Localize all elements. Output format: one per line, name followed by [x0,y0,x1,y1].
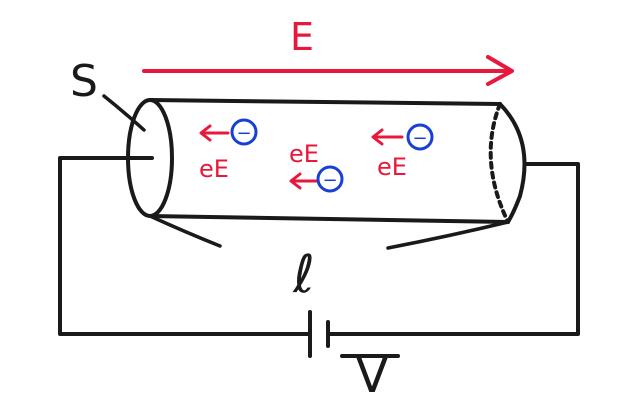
cylinder-right-cap [498,102,527,224]
cylinder-hidden-edge [488,102,510,224]
cylinder-top-edge [148,98,502,106]
electron-2-circle [316,165,344,193]
cylinder-conductor [126,98,527,224]
electron-1-circle [230,118,258,146]
force-label-3: eE [377,153,407,181]
electron-3-charge: − [412,128,427,149]
force-arrow-1-head [199,124,212,142]
force-label-1: eE [199,155,229,183]
electron-3-circle [406,123,434,151]
electron-2: eE − [289,140,344,193]
field-arrow [142,55,514,86]
length-bracket-right [386,220,510,250]
force-arrow-3-head [371,128,384,146]
length-bracket-left [148,214,222,248]
force-label-2: eE [289,140,319,168]
electron-2-charge: − [322,170,337,191]
field-label: E [290,15,314,59]
cylinder-bottom-edge [148,214,510,224]
wire-left [58,156,312,336]
field-arrow-head [486,55,514,86]
area-pointer [102,94,146,132]
wire-right [326,162,580,336]
electron-3: − eE [371,123,434,181]
force-arrow-2-head [289,172,302,190]
electron-1: − eE [199,118,258,183]
area-label: S [70,56,98,107]
electron-1-charge: − [236,123,251,144]
length-label: ℓ [292,245,314,305]
